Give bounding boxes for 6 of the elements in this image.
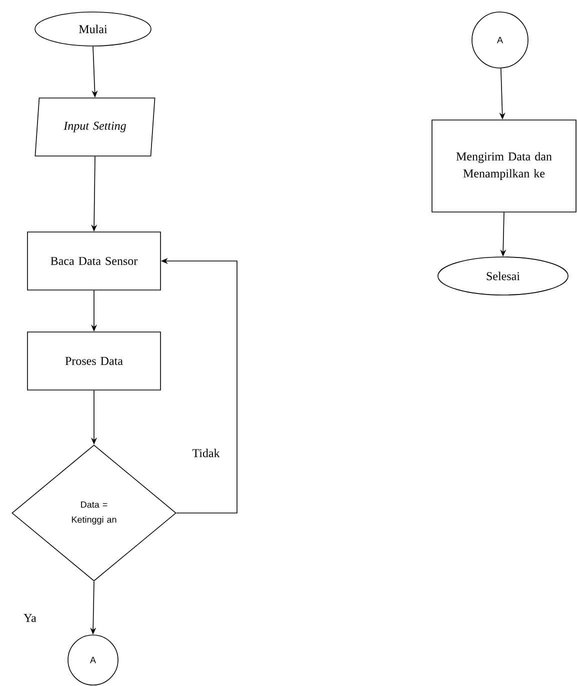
input-parallelogram: Input Setting: [34, 98, 156, 156]
process-box: Mengirim Data dan Menampilkan ke: [432, 120, 576, 212]
process-box: Baca Data Sensor: [27, 232, 161, 290]
edge-label: Ya: [24, 614, 36, 622]
process-box: Proses Data: [27, 332, 161, 390]
edge-label: Tidak: [192, 448, 220, 458]
